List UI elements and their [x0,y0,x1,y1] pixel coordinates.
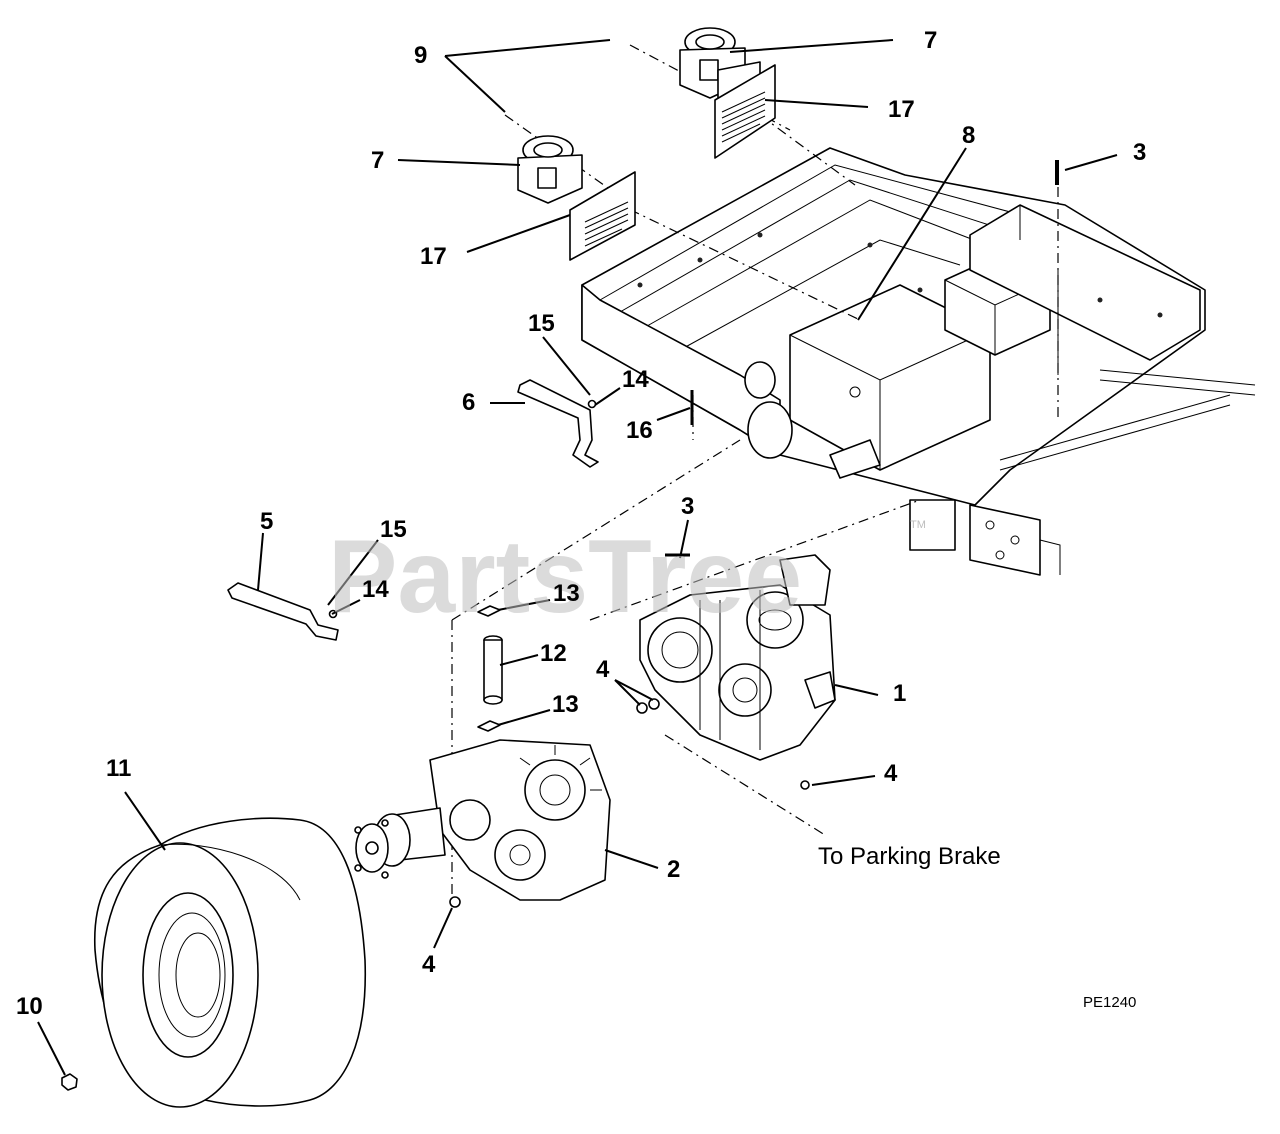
transaxle-right [636,554,836,761]
callout-15-upper: 15 [528,310,555,337]
callout-1: 1 [893,680,906,707]
spacer-tube [483,635,503,705]
callout-14-upper: 14 [622,366,649,393]
callout-7-upper: 7 [924,27,937,54]
callout-8: 8 [962,122,975,149]
callout-11: 11 [106,755,131,782]
callout-13-upper: 13 [553,580,580,607]
callout-13-lower: 13 [552,691,579,718]
callout-12: 12 [540,640,567,667]
callout-16: 16 [626,417,653,444]
decal-upper [714,64,776,159]
transaxle-left [354,739,611,908]
decal-lower [569,171,636,261]
clip-lower [477,720,501,732]
callout-14-lower: 14 [362,576,389,603]
rear-wheel [93,817,367,1108]
callout-4-nuts: 4 [596,656,610,683]
link-5 [227,582,339,641]
parking-brake-rod [800,780,810,790]
lug-nut [61,1073,78,1091]
mower-frame [581,147,1256,576]
callout-9: 9 [414,42,427,69]
control-module-lower [517,135,583,204]
callout-15-lower: 15 [380,516,407,543]
callout-5: 5 [260,508,273,535]
callout-7-lower: 7 [371,147,384,174]
callout-4-axle: 4 [422,951,436,978]
callout-3-lower: 3 [681,493,694,520]
callout-labels: 1 2 3 3 4 4 4 5 6 7 7 8 9 10 11 12 13 13… [16,27,1146,1020]
callout-6: 6 [462,389,475,416]
watermark-text: PartsTree [328,519,802,635]
callout-2: 2 [667,856,680,883]
callout-3-upper: 3 [1133,139,1146,166]
callout-17-lower: 17 [420,243,447,270]
callout-4-rod: 4 [884,760,898,787]
callout-17-upper: 17 [888,96,915,123]
watermark-trademark: TM [910,519,926,531]
parking-brake-note: To Parking Brake [818,843,1001,870]
callout-10: 10 [16,993,43,1020]
link-6 [517,379,599,468]
diagram-code: PE1240 [1083,994,1136,1011]
callout-leaders [37,39,1118,1076]
